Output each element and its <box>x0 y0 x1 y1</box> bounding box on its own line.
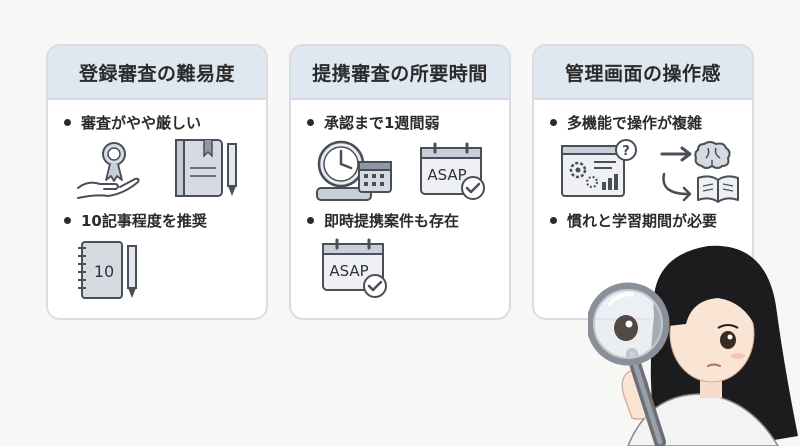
bullet-dot <box>307 217 314 224</box>
award-hand-icon <box>77 142 140 199</box>
brain-book-flow-icon <box>660 141 739 203</box>
bullet-dot <box>64 217 71 224</box>
book-pencil-icon <box>175 139 237 197</box>
bullet-dot <box>307 119 314 126</box>
bullet-text: 10記事程度を推奨 <box>81 212 207 230</box>
notebook-number: 10 <box>94 262 114 281</box>
dashboard-question-icon: ? <box>561 139 637 197</box>
card-title: 管理画面の操作感 <box>534 46 752 100</box>
bullet-item: 承認まで1週間弱 <box>307 112 439 133</box>
bullet-text: 即時提携案件も存在 <box>324 212 460 230</box>
bullet-item: 多機能で操作が複雑 <box>550 112 702 133</box>
card-title: 提携審査の所要時間 <box>291 46 509 100</box>
bullet-dot <box>64 119 71 126</box>
svg-text:?: ? <box>622 144 630 159</box>
bullet-item: 審査がやや厳しい <box>64 112 201 133</box>
asap-label: ASAP <box>329 262 368 280</box>
notebook-pencil-icon: 10 <box>78 241 137 299</box>
asap-calendar-icon: ASAP <box>420 142 485 200</box>
card-partnership-review-time: 提携審査の所要時間 承認まで1週間弱 ASAP 即時提携案件も存在 <box>289 44 511 320</box>
asap-calendar-icon: ASAP <box>322 238 387 298</box>
bullet-dot <box>550 119 557 126</box>
girl-magnifier-illustration <box>588 245 798 446</box>
bullet-item: 10記事程度を推奨 <box>64 210 207 231</box>
bullet-text: 審査がやや厳しい <box>81 114 202 132</box>
card-registration-review: 登録審査の難易度 審査がやや厳しい 10記事程度を推奨 10 <box>46 44 268 320</box>
bullet-text: 多機能で操作が複雑 <box>567 114 703 132</box>
bullet-dot <box>550 217 557 224</box>
asap-label: ASAP <box>427 166 466 184</box>
bullet-item: 慣れと学習期間が必要 <box>550 210 717 231</box>
bullet-text: 慣れと学習期間が必要 <box>567 212 718 230</box>
clock-calendar-icon <box>316 140 392 201</box>
card-title: 登録審査の難易度 <box>48 46 266 100</box>
bullet-item: 即時提携案件も存在 <box>307 210 459 231</box>
bullet-text: 承認まで1週間弱 <box>324 114 440 132</box>
